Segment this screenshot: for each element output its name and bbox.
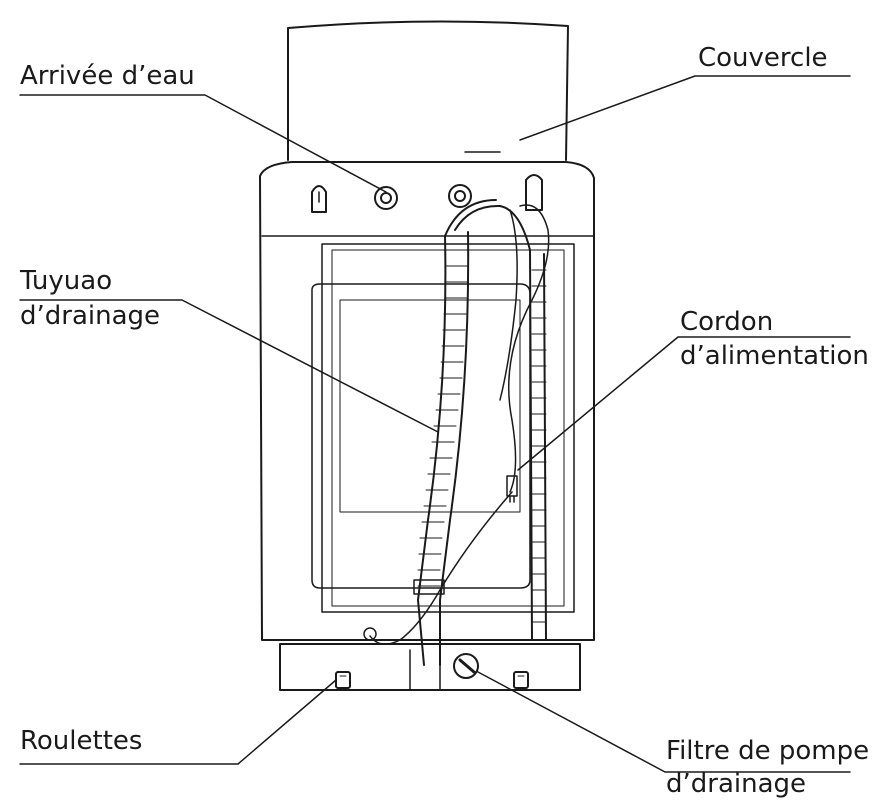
pump-filter-label-line2: d’drainage <box>666 769 807 799</box>
drain-hose-label-line1: Tuyuao <box>20 266 113 296</box>
drain-hose-label-line2: d’drainage <box>20 301 161 331</box>
cabinet <box>259 161 595 641</box>
second-inlet-valve <box>448 184 472 208</box>
base <box>279 643 581 691</box>
power-cord-label-line2: d’alimentation <box>680 341 869 371</box>
water-inlet-valve <box>374 186 398 210</box>
lid <box>287 20 569 161</box>
power-cord <box>363 204 550 645</box>
casters-label: Roulettes <box>20 726 143 756</box>
lid-label: Couvercle <box>698 43 828 73</box>
water-inlet-label: Arrivée d’eau <box>20 61 195 91</box>
pump-filter-label-line1: Filtre de pompe <box>666 736 870 766</box>
power-cord-label-line1: Cordon <box>680 307 774 337</box>
hose-hook-left <box>311 185 327 213</box>
drain-pump-filter <box>453 653 479 679</box>
leader-lines <box>19 75 851 773</box>
caster-right <box>513 671 529 689</box>
caster-left <box>335 671 351 689</box>
hose-hook-right <box>525 174 543 211</box>
drain-hose <box>413 199 547 666</box>
